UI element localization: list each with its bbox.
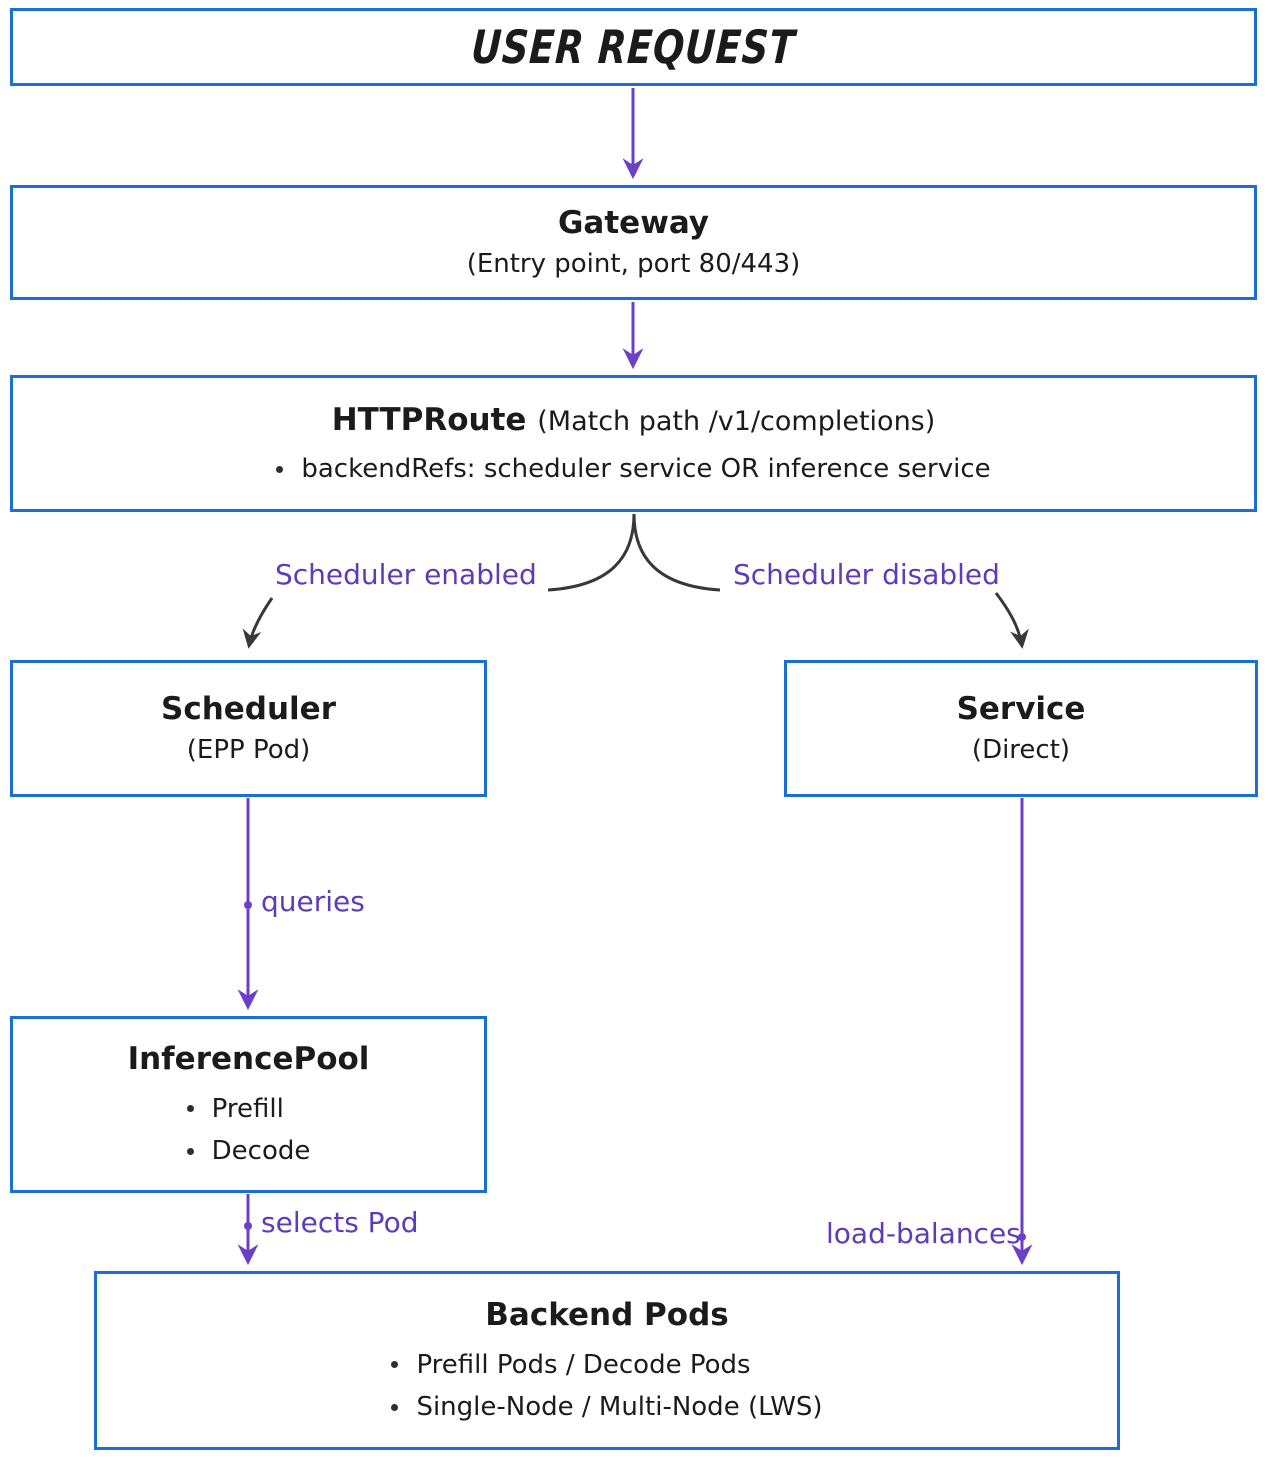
service-subtitle: (Direct) bbox=[971, 734, 1071, 765]
backend-pods-title: Backend Pods bbox=[485, 1297, 729, 1334]
gateway-subtitle: (Entry point, port 80/443) bbox=[466, 248, 801, 279]
httproute-title-suffix: (Match path /v1/completions) bbox=[537, 405, 936, 437]
bullet-dot-icon bbox=[391, 1361, 399, 1369]
httproute-bullet-backendrefs: backendRefs: scheduler service OR infere… bbox=[301, 453, 991, 484]
user-request-title: USER REQUEST bbox=[470, 20, 797, 74]
inference-pool-bullets: Prefill Decode bbox=[186, 1093, 311, 1168]
queries-label-anchor-dot bbox=[244, 901, 252, 909]
edge-fork-left bbox=[547, 513, 636, 592]
edge-fork-right bbox=[632, 513, 721, 592]
backend-pods-node: Backend Pods Prefill Pods / Decode Pods … bbox=[94, 1271, 1120, 1450]
bullet-dot-icon bbox=[276, 465, 284, 473]
edge-label-load-balances: load-balances bbox=[826, 1217, 1021, 1250]
list-item: Single-Node / Multi-Node (LWS) bbox=[391, 1391, 823, 1424]
gateway-node: Gateway (Entry point, port 80/443) bbox=[10, 185, 1257, 300]
bullet-dot-icon bbox=[186, 1147, 194, 1155]
backend-pods-bullet-node-types: Single-Node / Multi-Node (LWS) bbox=[416, 1392, 823, 1423]
httproute-bullets: backendRefs: scheduler service OR infere… bbox=[276, 453, 991, 486]
list-item: Prefill Pods / Decode Pods bbox=[391, 1349, 751, 1382]
list-item: backendRefs: scheduler service OR infere… bbox=[276, 453, 991, 486]
backend-pods-bullet-prefill-decode: Prefill Pods / Decode Pods bbox=[416, 1349, 751, 1380]
edge-label-scheduler-enabled: Scheduler enabled bbox=[275, 558, 537, 591]
edge-label-selects-pod: selects Pod bbox=[261, 1206, 419, 1239]
httproute-title-row: HTTPRoute (Match path /v1/completions) bbox=[332, 402, 936, 439]
edge-label-scheduler-disabled: Scheduler disabled bbox=[733, 558, 1000, 591]
list-item: Decode bbox=[186, 1135, 311, 1168]
inference-pool-bullet-decode: Decode bbox=[211, 1136, 311, 1167]
scheduler-node: Scheduler (EPP Pod) bbox=[10, 660, 487, 797]
user-request-node: USER REQUEST bbox=[10, 8, 1257, 86]
bullet-dot-icon bbox=[391, 1403, 399, 1411]
list-item: Prefill bbox=[186, 1093, 284, 1126]
scheduler-title: Scheduler bbox=[161, 691, 336, 728]
backend-pods-bullets: Prefill Pods / Decode Pods Single-Node /… bbox=[391, 1349, 823, 1424]
edge-label-queries: queries bbox=[261, 885, 365, 918]
edge-enabled-to-scheduler bbox=[242, 597, 274, 649]
selects-pod-label-anchor-dot bbox=[244, 1222, 252, 1230]
inference-pool-title: InferencePool bbox=[127, 1041, 370, 1078]
edge-disabled-to-service bbox=[994, 592, 1029, 649]
bullet-dot-icon bbox=[186, 1105, 194, 1113]
inference-pool-node: InferencePool Prefill Decode bbox=[10, 1016, 487, 1193]
gateway-title: Gateway bbox=[557, 205, 710, 242]
scheduler-subtitle: (EPP Pod) bbox=[186, 734, 311, 765]
service-node: Service (Direct) bbox=[784, 660, 1258, 797]
inference-pool-bullet-prefill: Prefill bbox=[211, 1093, 284, 1124]
service-title: Service bbox=[956, 691, 1086, 728]
httproute-title: HTTPRoute bbox=[331, 401, 527, 438]
httproute-node: HTTPRoute (Match path /v1/completions) b… bbox=[10, 375, 1257, 512]
